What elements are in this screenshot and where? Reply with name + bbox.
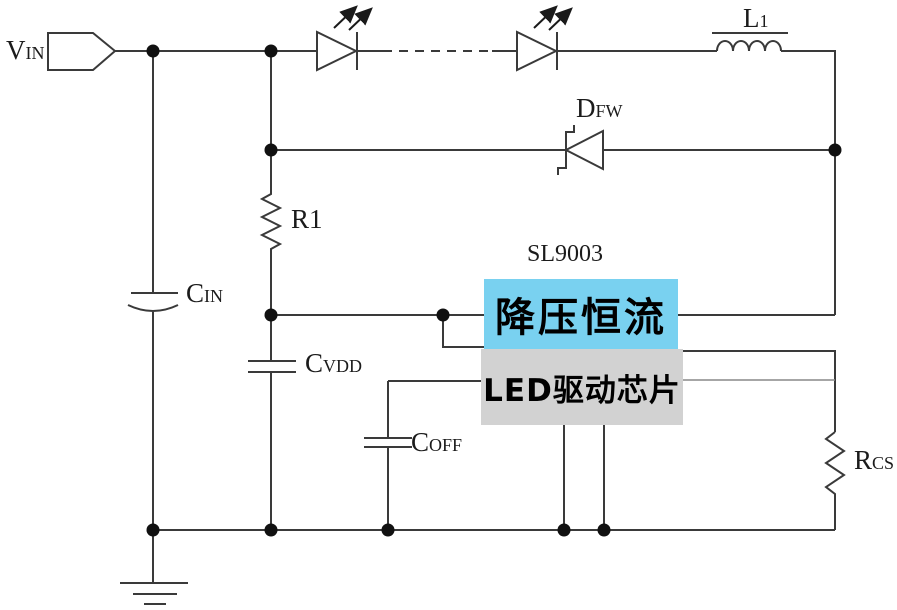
vin-terminal-icon <box>47 32 117 71</box>
chip-part-number: SL9003 <box>527 241 604 267</box>
led-light-arrow <box>533 5 558 29</box>
led-icon <box>516 5 573 72</box>
coff-capacitor-icon <box>364 437 412 448</box>
dfw-label: DFW <box>576 93 623 123</box>
inductor-icon <box>716 40 782 52</box>
r1-label: R1 <box>291 204 323 234</box>
led-light-arrow <box>333 5 358 29</box>
wires <box>115 32 846 605</box>
ground-icon <box>120 530 188 605</box>
rcs-label: RCS <box>854 445 895 475</box>
cvdd-label: CVDD <box>305 348 363 378</box>
vin-label: VIN <box>6 35 45 65</box>
led-icon <box>316 5 373 72</box>
cvdd-capacitor-icon <box>248 360 296 373</box>
chip-function-block: 降压恒流 <box>484 279 678 349</box>
chip-description-block: LED驱动芯片 <box>481 349 683 425</box>
cin-capacitor-curved-plate <box>127 304 179 312</box>
resistor-rcs-icon <box>824 431 846 530</box>
junction-dots <box>146 44 842 537</box>
led-light-arrow <box>548 7 573 31</box>
coff-label: COFF <box>411 427 463 457</box>
led-light-arrow <box>348 7 373 31</box>
resistor-r1-icon <box>259 190 283 258</box>
schottky-diode-icon <box>557 125 604 175</box>
l1-label: L1 <box>743 3 769 33</box>
cin-label: CIN <box>186 278 224 308</box>
